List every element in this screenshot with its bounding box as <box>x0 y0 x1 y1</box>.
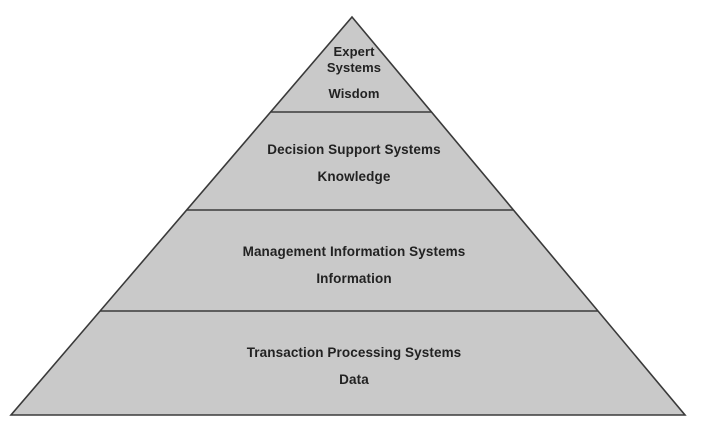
pyramid-outline <box>9 15 687 416</box>
